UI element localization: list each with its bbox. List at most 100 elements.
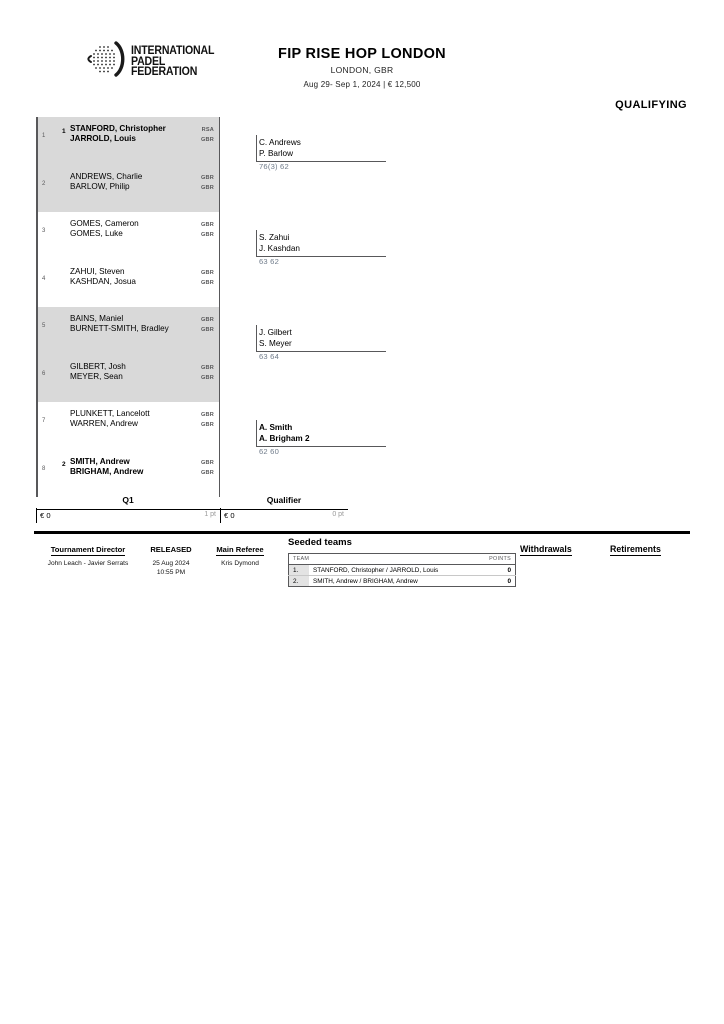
winner-tick-rule	[256, 325, 257, 351]
main-referee-label: Main Referee	[216, 545, 264, 556]
match-score: 63 62	[259, 257, 280, 266]
draw-position-number: 6	[42, 371, 46, 377]
released-label: RELEASED	[150, 545, 192, 554]
draw-position-number: 7	[42, 418, 46, 424]
tournament-director-block: Tournament Director John Leach - Javier …	[36, 539, 140, 569]
released-block: RELEASED 25 Aug 2024 10:55 PM	[140, 539, 202, 577]
withdrawals-label: Withdrawals	[520, 544, 572, 556]
prize-column-rule	[36, 509, 220, 510]
draw-position-number: 4	[42, 276, 46, 282]
winner-tick-rule	[256, 135, 257, 161]
draw-position-number: 2	[42, 181, 46, 187]
block-right-rule	[219, 402, 220, 497]
main-referee-value: Kris Dymond	[221, 560, 259, 567]
prize-points: 0 pt	[332, 511, 344, 518]
tournament-director-value: John Leach - Javier Serrats	[47, 560, 129, 567]
prize-column-tick	[220, 508, 221, 523]
winner-tick-rule	[256, 420, 257, 446]
seeded-team-index: 1.	[288, 564, 309, 576]
prize-column-tick	[36, 508, 37, 523]
seeded-team-row: 1.STANFORD, Christopher / JARROLD, Louis…	[288, 564, 516, 576]
prize-column-label: Q1	[122, 495, 134, 505]
main-referee-block: Main Referee Kris Dymond	[204, 539, 276, 569]
padel-racket-svg	[87, 41, 125, 77]
block-left-rule	[36, 402, 38, 497]
block-left-rule	[36, 212, 38, 307]
winner-base-rule	[256, 446, 386, 447]
match-score: 76(3) 62	[259, 162, 289, 171]
winner-base-rule	[256, 351, 386, 352]
block-right-rule	[219, 212, 220, 307]
match-score: 63 64	[259, 352, 280, 361]
prize-column-rule	[220, 509, 348, 510]
retirements-block: Retirements	[610, 539, 688, 557]
seeded-teams-title: Seeded teams	[288, 537, 352, 548]
page-header: INTERNATIONAL PADEL FEDERATION FIP RISE …	[0, 18, 724, 89]
section-label-qualifying: QUALIFYING	[615, 99, 687, 111]
match-score: 62 60	[259, 447, 280, 456]
federation-logo-text: INTERNATIONAL PADEL FEDERATION	[131, 46, 221, 78]
seeded-team-points: 0	[485, 564, 516, 576]
winner-base-rule	[256, 161, 386, 162]
seeded-col-points: POINTS	[485, 553, 516, 565]
tournament-director-label: Tournament Director	[50, 545, 126, 556]
seeded-team-name: STANFORD, Christopher / JARROLD, Louis	[309, 564, 486, 576]
seeded-teams-table: TEAM POINTS 1.STANFORD, Christopher / JA…	[288, 553, 516, 587]
draw-position-number: 8	[42, 466, 46, 472]
retirements-label: Retirements	[610, 544, 661, 556]
tournament-location: LONDON, GBR	[330, 65, 394, 75]
padel-racket-icon	[86, 41, 126, 83]
released-time: 10:55 PM	[156, 568, 186, 576]
seeded-teams-block: Seeded teams TEAM POINTS 1.STANFORD, Chr…	[288, 537, 516, 587]
released-date: 25 Aug 2024	[152, 560, 190, 567]
block-left-rule	[36, 117, 38, 212]
draw-seed-number: 2	[62, 461, 66, 468]
block-right-rule	[219, 117, 220, 212]
draw-seed-number: 1	[62, 128, 66, 135]
winner-tick-rule	[256, 230, 257, 256]
logo-line-3: FEDERATION	[131, 66, 198, 79]
seeded-team-index: 2.	[288, 575, 309, 587]
logo-line-2: PADEL	[131, 55, 166, 68]
draw-position-number: 5	[42, 323, 46, 329]
tournament-dates-prize: Aug 29- Sep 1, 2024 | € 12,500	[303, 80, 421, 89]
block-right-rule	[219, 307, 220, 402]
tournament-title: FIP RISE HOP LONDON	[278, 46, 446, 62]
draw-position-number: 3	[42, 228, 46, 234]
draw-position-number: 1	[42, 133, 46, 139]
seeded-team-points: 0	[507, 577, 511, 585]
